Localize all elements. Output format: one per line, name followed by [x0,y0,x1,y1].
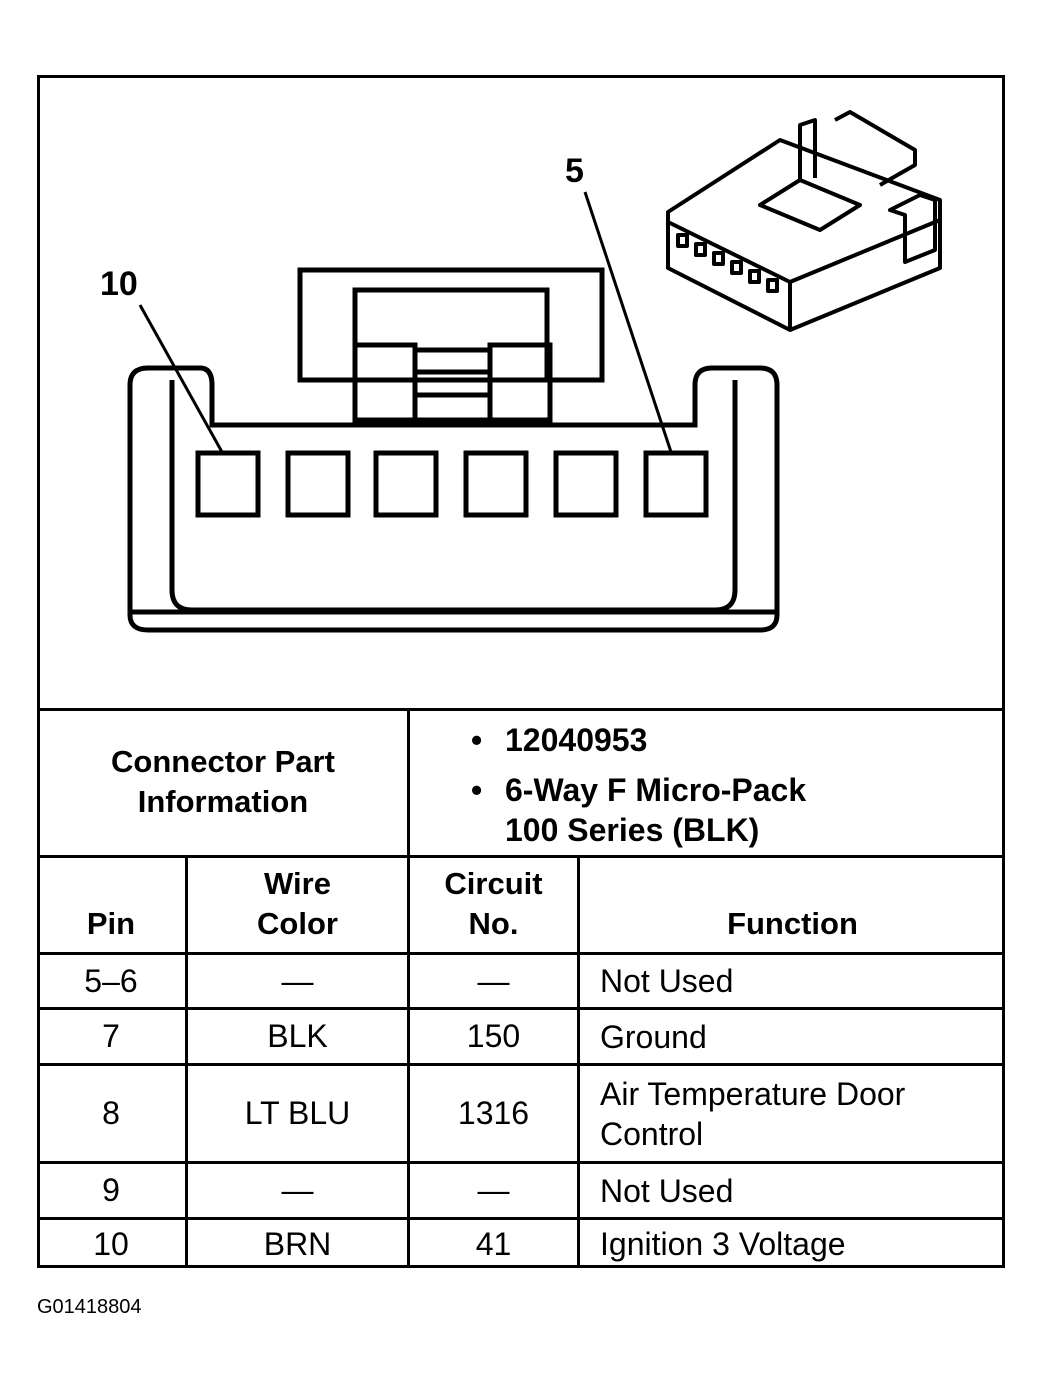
row-4-wire: — [281,1172,314,1208]
callout-leader-10 [138,304,224,453]
row-5-function: Ignition 3 Voltage [600,1226,846,1262]
callout-leader-5 [583,191,673,453]
pin-cavity-7 [463,450,529,518]
connector-table: Connector Part Information •12040953 •6-… [37,708,1005,1268]
connector-type: •6-Way F Micro-Pack [471,772,807,808]
row-2-pin: 7 [102,1018,120,1054]
pin-cavity-8 [373,450,439,518]
row-2-circuit: 150 [466,1018,521,1054]
pin-cavity-10 [195,450,261,518]
row-5-wire: BRN [263,1225,332,1262]
figure-id: G01418804 [37,1296,142,1318]
row-1-pin: 5–6 [84,962,138,999]
connector-diagram: 10 5 [100,110,942,633]
header-function: Function [727,906,858,941]
row-5-pin: 10 [93,1225,129,1262]
row-3-circuit: 1316 [457,1095,530,1131]
callout-label-5: 5 [565,152,584,190]
row-2-function: Ground [600,1018,707,1055]
row-4-pin: 9 [102,1172,120,1208]
connector-latch [297,267,605,423]
row-4-function: Not Used [600,1172,734,1209]
diagram-frame [37,75,1005,1268]
part-info-label: Connector Part Information [37,708,409,856]
pin-cavities [195,450,709,518]
callout-label-10: 10 [100,265,138,303]
row-3-pin: 8 [102,1095,120,1131]
row-5-circuit: 41 [475,1225,512,1262]
row-1-circuit: — [477,962,510,999]
row-4-circuit: — [477,1172,510,1208]
row-1-function: Not Used [600,963,734,999]
part-info-list: •12040953 •6-Way F Micro-Pack 100 Series… [467,720,806,850]
connector-series: 100 Series (BLK) [505,812,760,848]
part-info-label-line1: Connector Part [111,744,335,779]
connector-body [127,365,780,633]
part-number: •12040953 [471,722,648,758]
connector-3d-view [666,110,942,332]
row-1-wire: — [281,962,314,999]
part-info-label-line2: Information [137,784,309,819]
pin-cavity-6 [553,450,619,518]
row-3-wire: LT BLU [244,1095,351,1131]
row-2-wire: BLK [267,1018,328,1054]
pin-cavity-5 [643,450,709,518]
pin-cavity-9 [285,450,351,518]
header-pin: Pin [86,906,136,941]
